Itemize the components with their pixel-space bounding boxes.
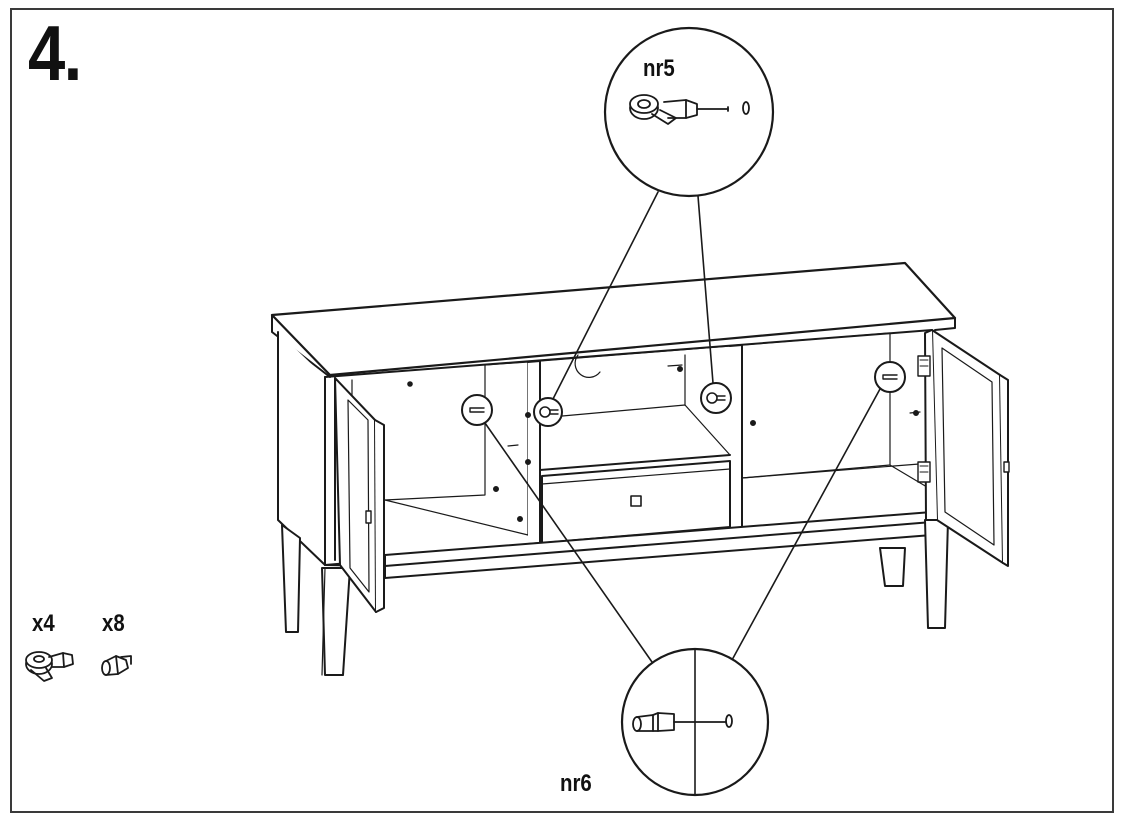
cam-lock-quantity: x4 xyxy=(32,610,55,637)
callout-leader-lines xyxy=(484,191,881,663)
right-door xyxy=(917,329,1010,567)
callout-nr5 xyxy=(603,26,775,198)
diagram-frame xyxy=(10,8,1114,813)
sideboard-cabinet xyxy=(270,261,957,579)
dowel-quantity: x8 xyxy=(102,610,125,637)
callout-nr5-label: nr5 xyxy=(643,55,675,82)
dowel-locations xyxy=(461,361,906,426)
dowel-icon xyxy=(101,655,132,676)
cam-lock-detail xyxy=(629,94,750,125)
callout-nr6 xyxy=(620,647,770,797)
cam-lock-icon xyxy=(25,651,74,682)
left-door xyxy=(334,377,385,613)
step-number: 4. xyxy=(28,9,82,97)
dowel-detail xyxy=(632,712,733,732)
callout-nr6-label: nr6 xyxy=(560,770,592,797)
cam-lock-locations xyxy=(533,382,732,427)
sideboard-legs xyxy=(281,519,949,676)
